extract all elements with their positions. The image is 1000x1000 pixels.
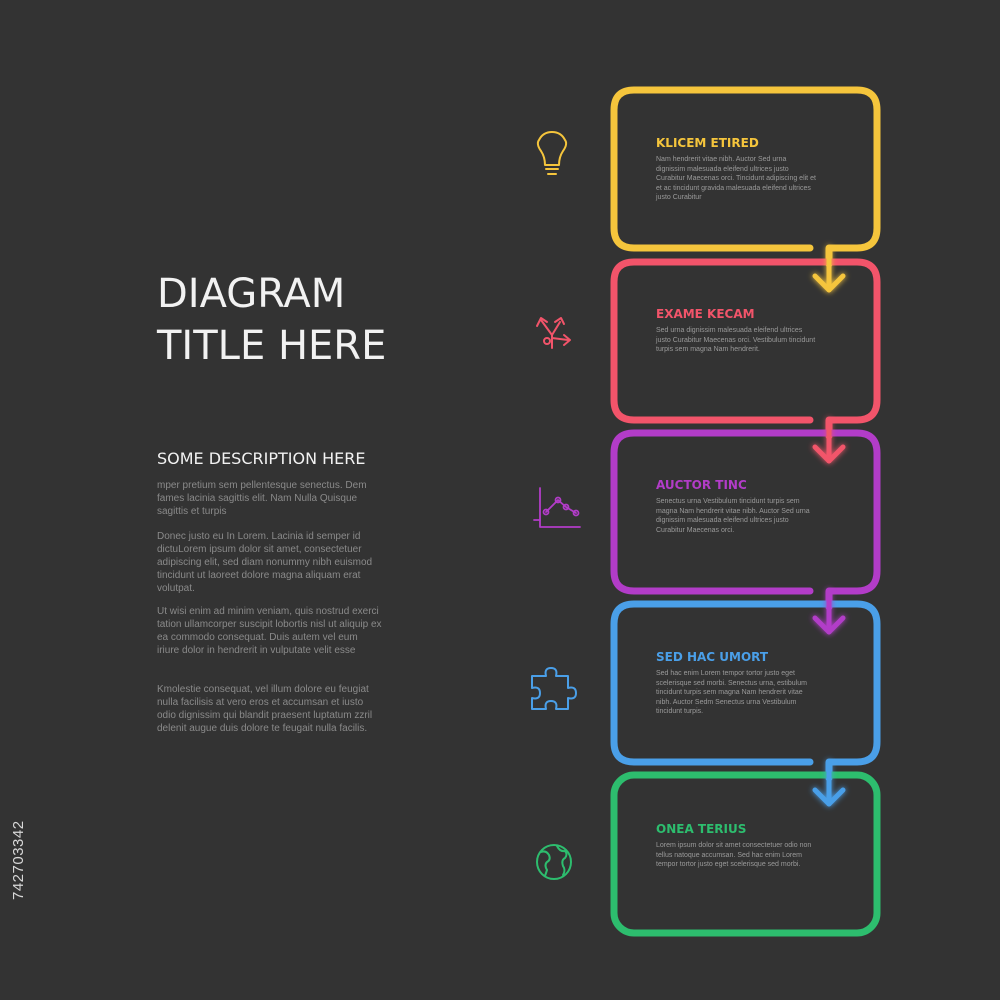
step-frame-1 [610,86,881,268]
line-chart-icon [533,487,581,528]
step-frame-4 [610,600,881,782]
step-title-2: EXAME KECAM [656,307,755,321]
description-paragraph-4: Kmolestie consequat, vel illum dolore eu… [157,684,373,734]
arrow-down-icon [812,245,846,293]
page-title: DIAGRAM TITLE HERE [157,268,457,372]
step-title-3: AUCTOR TINC [656,478,747,492]
step-text-2: Sed urna dignissim malesuada eleifend ul… [656,327,816,353]
step-text-3: Senectus urna Vestibulum tincidunt turpi… [656,498,810,534]
description-paragraph-2: Donec justo eu In Lorem. Lacinia id semp… [157,531,373,594]
description-paragraph-1: mper pretium sem pellentesque senectus. … [157,480,367,517]
step-title-4: SED HAC UMORT [656,650,769,664]
step-frame-3 [610,429,881,611]
description-paragraph-3: Ut wisi enim ad minim veniam, quis nostr… [157,606,382,656]
description-heading: SOME DESCRIPTION HERE [157,449,366,468]
arrow-down-icon [812,417,846,464]
step-title-1: KLICEM ETIRED [656,136,759,150]
step-text-1: Nam hendrerit vitae nibh. Auctor Sed urn… [656,156,816,201]
puzzle-icon [531,667,577,710]
arrow-down-icon [812,759,846,807]
stock-id-label: 742703342 [10,820,27,900]
arrow-down-icon [812,588,846,635]
step-text-4: Sed hac enim Lorem tempor tortor justo e… [656,670,807,715]
arrows-split-icon [536,317,571,349]
lightbulb-icon [536,131,568,175]
step-frame-2 [610,258,881,440]
title-line-1: DIAGRAM [157,271,346,317]
step-text-5: Lorem ipsum dolor sit amet consectetuer … [656,842,812,868]
globe-icon [536,844,572,880]
title-line-2: TITLE HERE [157,323,387,369]
step-frame-5 [610,771,881,937]
step-title-5: ONEA TERIUS [656,822,747,836]
